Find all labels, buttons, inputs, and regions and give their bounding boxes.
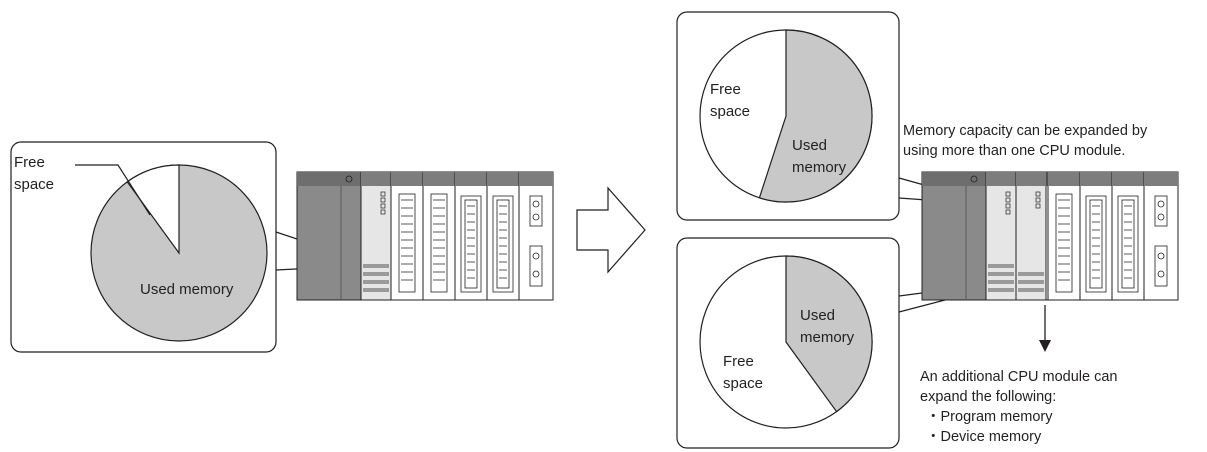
expand-note-line-3: ・Program memory xyxy=(926,409,1053,425)
single-pie-leader-line xyxy=(75,164,151,216)
single-plc-rack xyxy=(296,171,554,301)
single-cpu-group: Free space Used memory xyxy=(10,141,554,353)
multi-bottom-pie xyxy=(699,255,873,429)
expand-note-line-1: An additional CPU module can xyxy=(920,369,1117,385)
single-pie-free-label-1: Free xyxy=(14,154,45,171)
bottom-pie-used-slice xyxy=(785,255,873,413)
down-arrow-icon xyxy=(1039,340,1051,352)
capacity-note-line-1: Memory capacity can be expanded by xyxy=(903,123,1148,139)
multi-top-pie xyxy=(699,29,873,203)
top-pie-used-slice xyxy=(758,29,873,203)
bottom-pie-free-label-2: space xyxy=(723,375,763,392)
single-pie-free-slice xyxy=(126,164,180,255)
capacity-note-line-2: using more than one CPU module. xyxy=(903,143,1125,159)
single-pie-free-label-2: space xyxy=(14,176,54,193)
bottom-pie-free-label-1: Free xyxy=(723,353,754,370)
bottom-pie-used-label-1: Used xyxy=(800,307,835,324)
expand-note-line-4: ・Device memory xyxy=(926,429,1042,445)
multi-cpu-group: Free space Used memory Used memory Free … xyxy=(676,11,1179,449)
top-pie-used-label-1: Used xyxy=(792,137,827,154)
top-pie-free-label-2: space xyxy=(710,103,750,120)
hollow-right-arrow-icon xyxy=(576,186,646,274)
top-pie-free-label-1: Free xyxy=(710,81,741,98)
top-pie-used-label-2: memory xyxy=(792,159,847,176)
single-cpu-pie xyxy=(90,164,268,342)
single-pie-used-label: Used memory xyxy=(140,281,234,298)
multi-plc-rack xyxy=(921,171,1179,301)
bottom-pie-used-label-2: memory xyxy=(800,329,855,346)
expand-note-line-2: expand the following: xyxy=(920,389,1056,405)
